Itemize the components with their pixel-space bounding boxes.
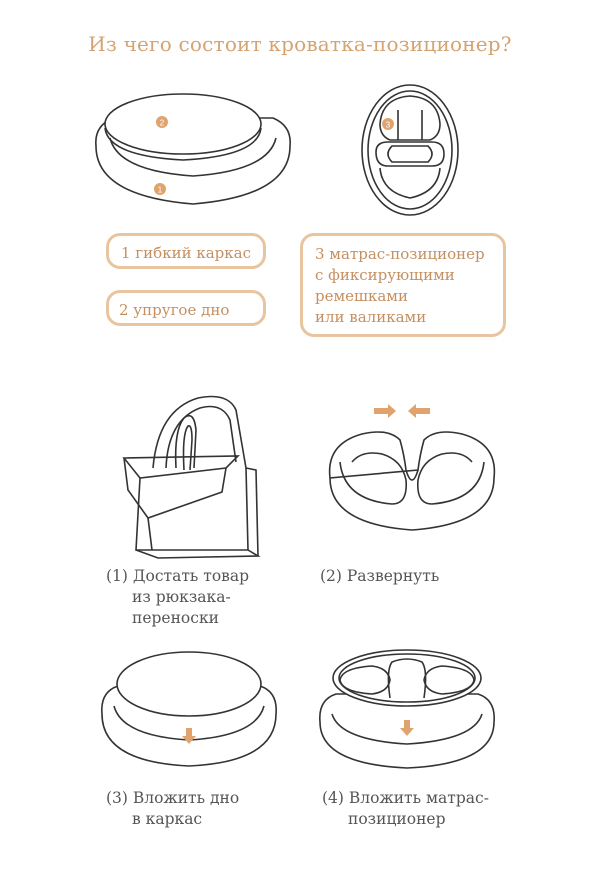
number-2-badge bbox=[156, 116, 168, 128]
frame-and-base-illustration: 2 1 bbox=[95, 93, 291, 205]
step-2-caption: (2) Развернуть bbox=[320, 566, 439, 587]
step-3-line-1: (3) Вложить дно bbox=[106, 789, 240, 807]
arrow-left-icon bbox=[408, 404, 430, 418]
number-3-badge bbox=[382, 118, 394, 130]
step-1-line-1: (1) Достать товар bbox=[106, 567, 250, 585]
step-4-line-1: (4) Вложить матрас- bbox=[322, 789, 489, 807]
step-4-line-2: позиционер bbox=[348, 810, 446, 828]
badge-3-text: 3 bbox=[386, 121, 391, 130]
arrow-down-icon bbox=[182, 728, 196, 744]
badge-1-text: 1 bbox=[158, 186, 163, 195]
label-elastic-base-text: 2 упругое дно bbox=[119, 301, 230, 319]
backpack-illustration bbox=[122, 395, 261, 559]
label-positioner-line-2: с фиксирующими bbox=[315, 266, 455, 284]
unfold-illustration bbox=[328, 404, 496, 531]
number-1-badge bbox=[154, 183, 166, 195]
label-positioner-line-1: 3 матрас-позиционер bbox=[315, 245, 485, 263]
label-positioner-line-3: ремешками bbox=[315, 287, 408, 305]
step-3-caption: (3) Вложить дно в каркас bbox=[106, 788, 239, 830]
label-elastic-base: 2 упругое дно bbox=[106, 290, 266, 326]
positioner-mattress-illustration: 3 bbox=[361, 84, 459, 216]
label-flexible-frame-text: 1 гибкий каркас bbox=[121, 244, 251, 262]
step-1-caption: (1) Достать товар из рюкзака- переноски bbox=[106, 566, 249, 629]
arrow-right-icon bbox=[374, 404, 396, 418]
step-1-line-3: переноски bbox=[132, 609, 219, 627]
page-title: Из чего состоит кроватка-позиционер? bbox=[88, 32, 512, 56]
step-3-line-2: в каркас bbox=[132, 810, 203, 828]
step-1-line-2: из рюкзака- bbox=[132, 588, 231, 606]
step-2-line-1: (2) Развернуть bbox=[320, 567, 440, 585]
label-flexible-frame: 1 гибкий каркас bbox=[106, 233, 266, 269]
insert-mattress-illustration bbox=[319, 649, 495, 769]
insert-base-illustration bbox=[101, 651, 277, 767]
label-positioner-mattress: 3 матрас-позиционер с фиксирующими ремеш… bbox=[300, 233, 506, 337]
step-4-caption: (4) Вложить матрас- позиционер bbox=[322, 788, 489, 830]
arrow-down-icon bbox=[400, 720, 414, 736]
label-positioner-line-4: или валиками bbox=[315, 308, 427, 326]
badge-2-text: 2 bbox=[160, 119, 165, 128]
